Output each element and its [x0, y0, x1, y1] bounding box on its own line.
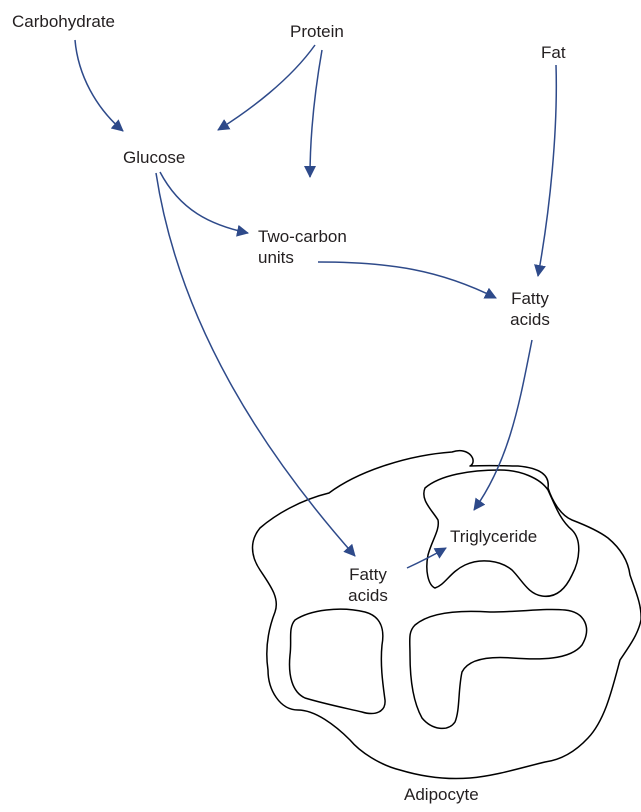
label-fatty-acids-inner-line1: Fatty	[349, 565, 387, 584]
label-fatty-acids-outer-line1: Fatty	[511, 289, 549, 308]
arrow-protein-down	[304, 49, 323, 178]
label-fatty-acids-outer: Fatty acids	[510, 288, 550, 330]
label-adipocyte: Adipocyte	[404, 785, 479, 804]
label-two-carbon-line2: units	[258, 248, 294, 267]
vacuole-left	[288, 608, 386, 715]
arrow-carbohydrate-to-glucose	[74, 39, 124, 132]
vacuole-right	[408, 608, 588, 730]
label-carbohydrate: Carbohydrate	[12, 12, 116, 31]
label-two-carbon-units: Two-carbon units	[258, 226, 347, 268]
label-fatty-acids-inner: Fatty acids	[348, 564, 388, 606]
label-two-carbon-line1: Two-carbon	[258, 227, 347, 246]
arrow-fatty-acids-to-triglyceride	[473, 339, 533, 511]
arrow-glucose-to-inner-fatty-acids	[155, 172, 356, 557]
label-triglyceride: Triglyceride	[450, 527, 538, 546]
arrow-fat-to-fatty-acids	[534, 64, 558, 277]
arrow-protein-to-glucose	[217, 44, 316, 131]
arrow-inner-fatty-acids-to-triglyceride	[406, 547, 447, 569]
triglyceride-droplet	[423, 469, 580, 598]
arrow-glucose-to-two-carbon	[159, 171, 249, 237]
label-fatty-acids-inner-line2: acids	[348, 586, 388, 605]
label-fat: Fat	[541, 43, 566, 62]
adipocyte-outer-membrane	[251, 449, 641, 780]
label-fatty-acids-outer-line2: acids	[510, 310, 550, 329]
label-protein: Protein	[290, 22, 344, 41]
label-glucose: Glucose	[123, 148, 186, 167]
arrow-two-carbon-to-fatty-acids	[317, 261, 497, 299]
